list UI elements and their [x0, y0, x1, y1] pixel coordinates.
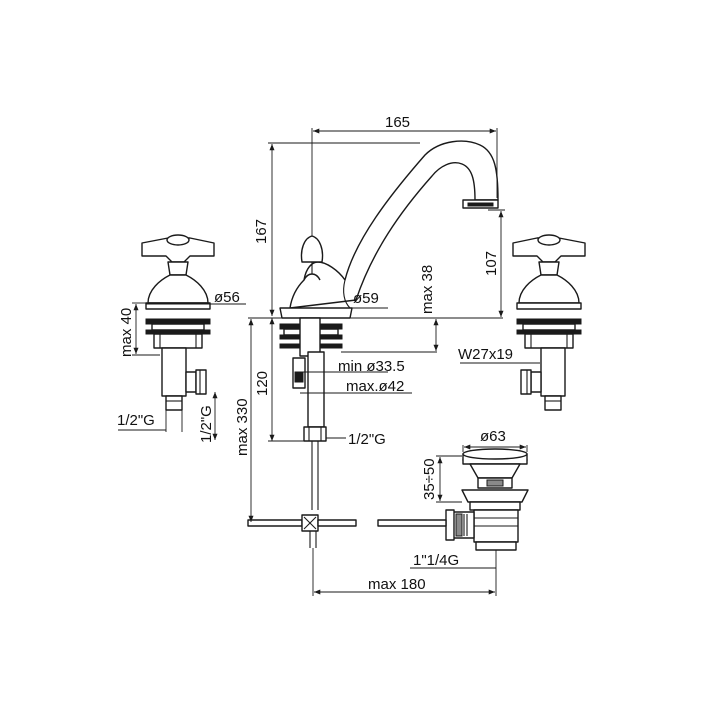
- dim-spout-base-dia: ø59: [353, 290, 379, 307]
- dim-spout-reach: 165: [385, 114, 410, 131]
- dim-drain-thread: 1"1/4G: [413, 552, 459, 569]
- dim-deck-thickness-valve: max 40: [118, 308, 135, 357]
- dim-valve-conn-left: 1/2"G: [117, 412, 155, 429]
- dim-drain-range: 35÷50: [421, 458, 438, 500]
- dim-drain-offset: max 180: [368, 576, 426, 593]
- dim-hole-max: max.ø42: [346, 378, 404, 395]
- spout-body: [279, 140, 499, 319]
- dim-under-deck: max 330: [234, 398, 251, 456]
- dim-valve-nut: W27x19: [458, 346, 513, 363]
- dim-deck-thickness-spout: max 38: [419, 265, 436, 314]
- dim-drain-dia: ø63: [480, 428, 506, 445]
- dim-hose-length: 120: [254, 371, 271, 396]
- dim-hose-conn: 1/2"G: [348, 431, 386, 448]
- dim-spout-outlet-height: 107: [483, 251, 500, 276]
- left-cross-handle-valve: [141, 234, 215, 411]
- dim-handle-base-dia: ø56: [214, 289, 240, 306]
- dimension-lines: [118, 128, 540, 596]
- dim-hole-min: min ø33.5: [338, 358, 405, 375]
- dim-valve-conn-down: 1/2"G: [198, 405, 215, 443]
- right-cross-handle-valve: [512, 234, 586, 411]
- spout-under-deck: [279, 317, 343, 510]
- dim-total-height: 167: [253, 219, 270, 244]
- drain-assembly: [377, 448, 529, 551]
- drain-rod: [247, 514, 357, 548]
